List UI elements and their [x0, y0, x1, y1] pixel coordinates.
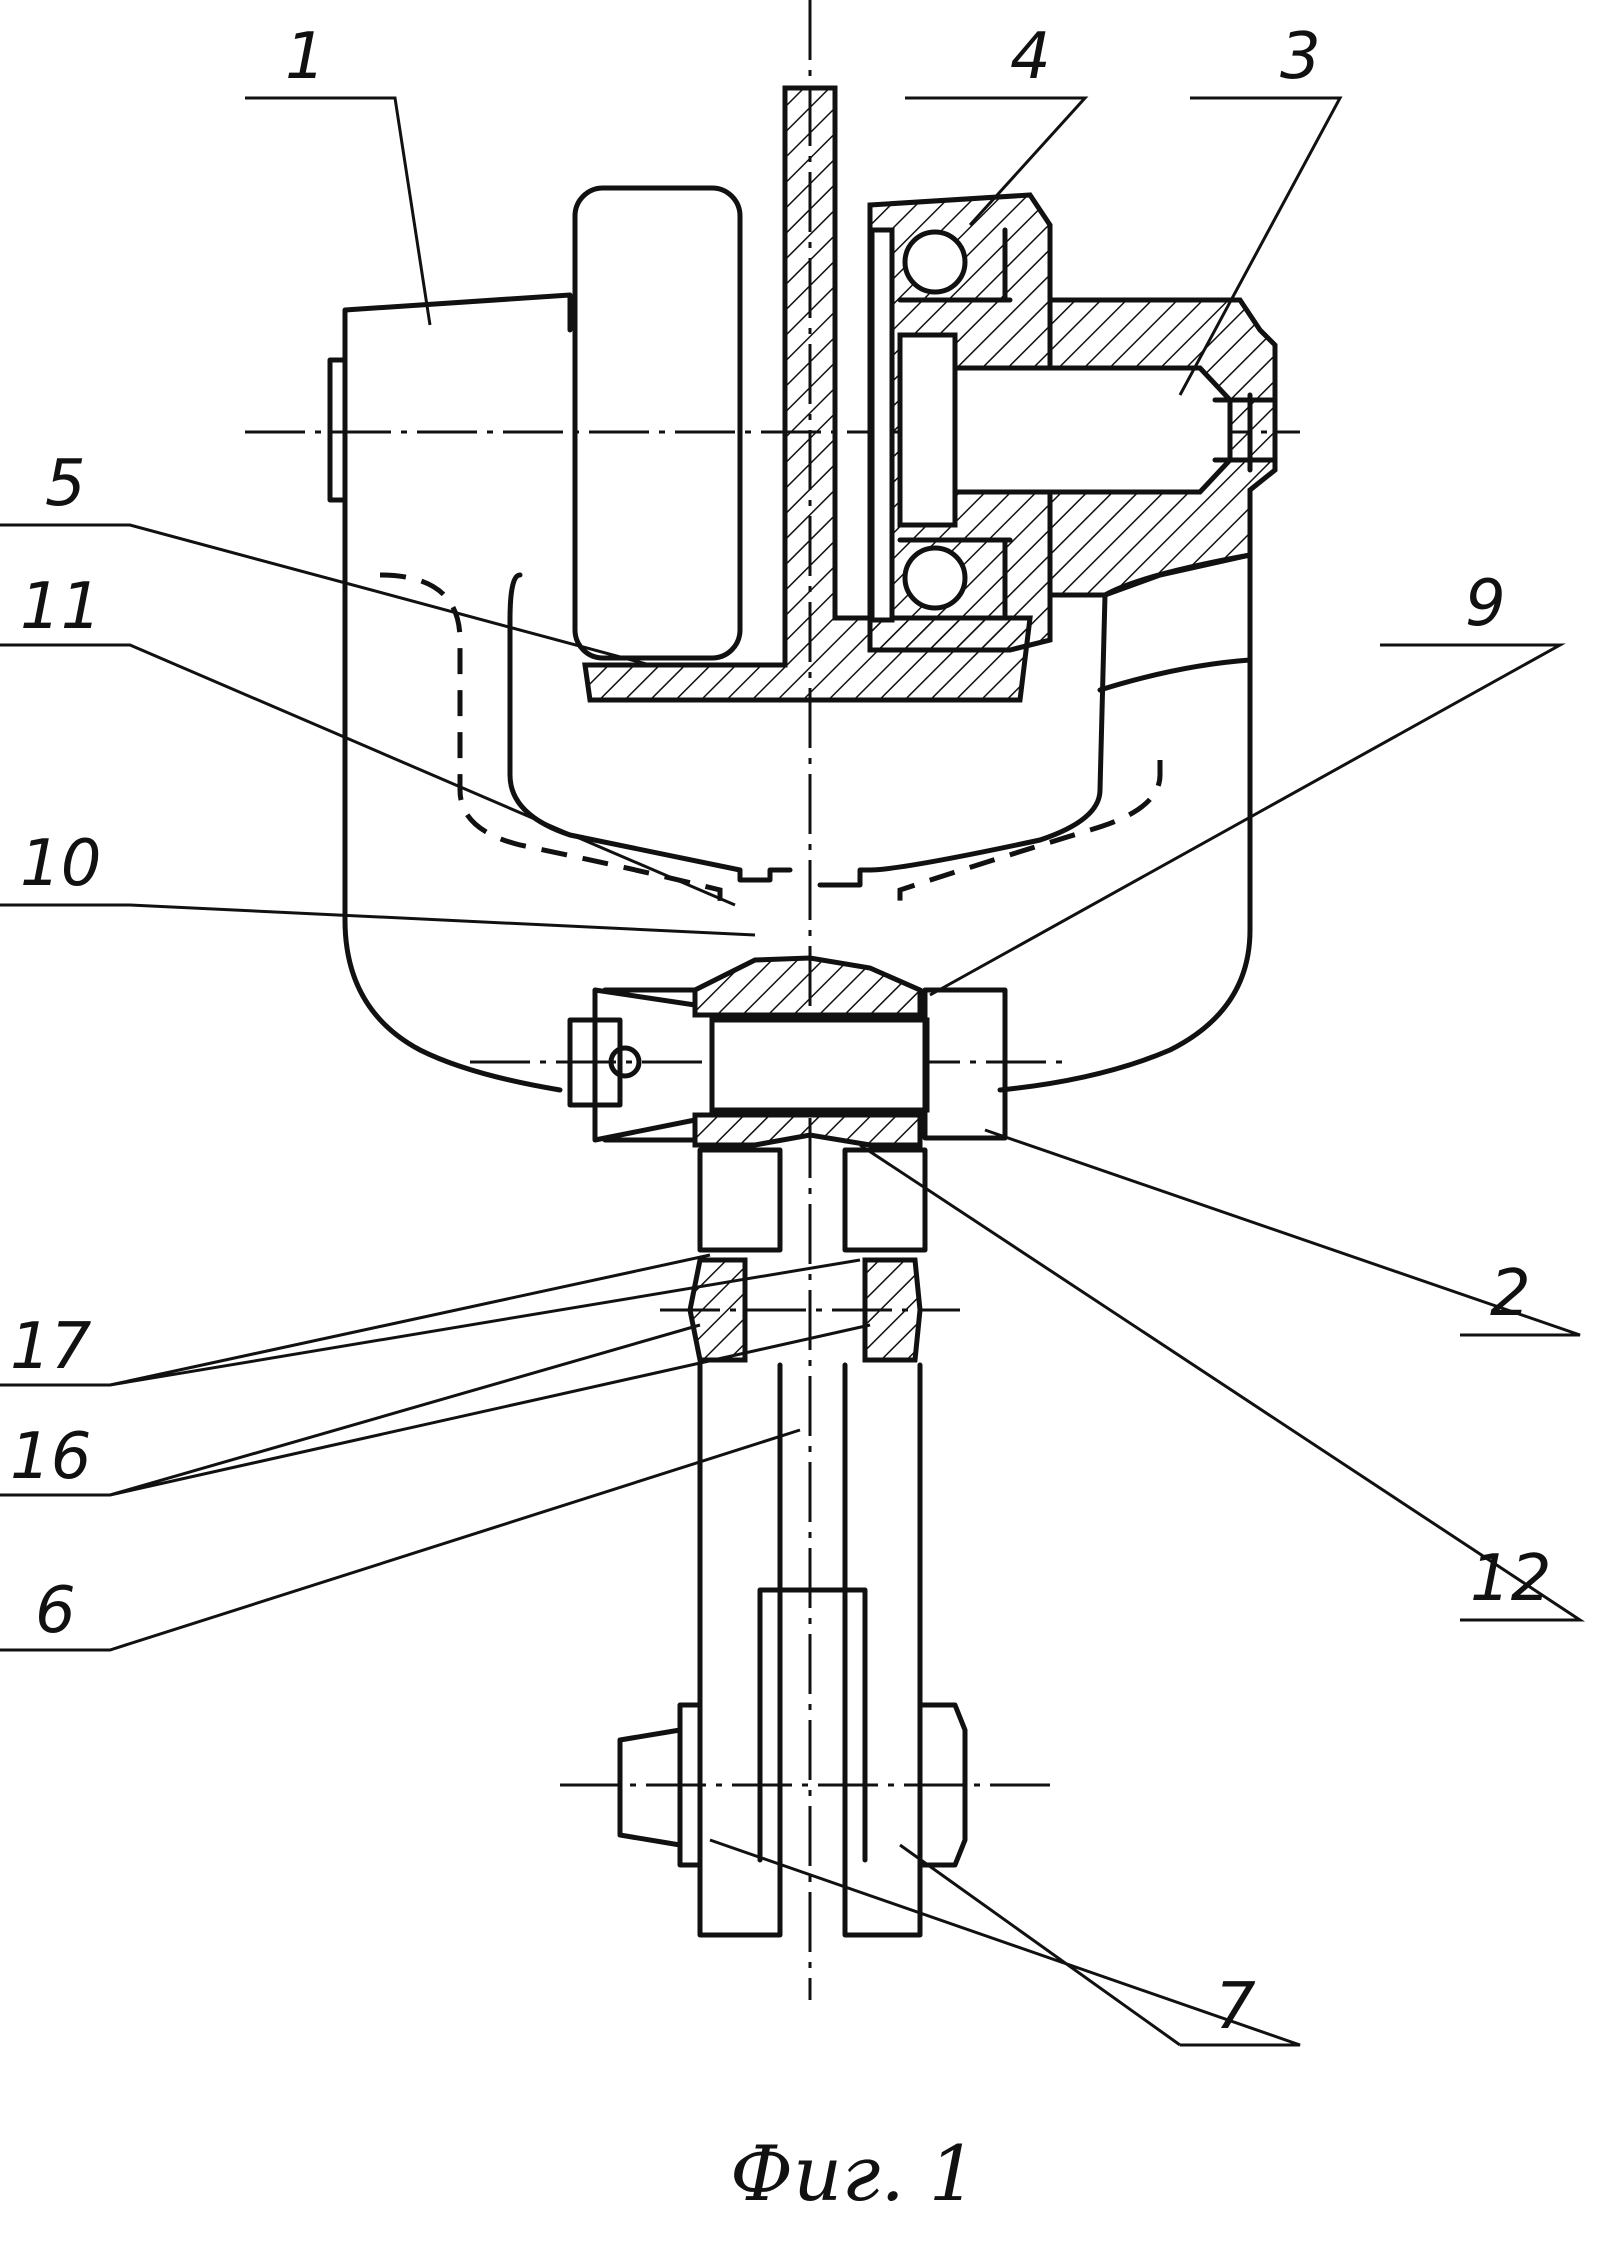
label-5: 5 — [45, 447, 86, 521]
link-right-upper — [845, 1150, 925, 1250]
roller-left — [575, 188, 740, 658]
hub-flange — [900, 335, 955, 525]
label-7: 7 — [1215, 1970, 1256, 2044]
label-16: 16 — [10, 1420, 91, 1494]
label-2: 2 — [1490, 1257, 1531, 1331]
bearing-ball-top — [905, 232, 965, 292]
label-1: 1 — [285, 20, 326, 94]
pin-head — [925, 990, 1005, 1138]
pin-nut — [570, 990, 695, 1140]
figure-caption: Фиг. 1 — [730, 2129, 977, 2218]
label-3: 3 — [1280, 20, 1321, 94]
link-left-upper — [700, 1150, 780, 1250]
label-6: 6 — [35, 1574, 76, 1648]
label-9: 9 — [1465, 567, 1506, 641]
bearing-ball-bottom — [905, 548, 965, 608]
label-10: 10 — [20, 827, 101, 901]
pin — [712, 1020, 927, 1110]
clevis-lower — [695, 1115, 920, 1145]
lower-center-block — [760, 1590, 865, 1860]
label-17: 17 — [10, 1310, 92, 1384]
clevis-upper — [695, 958, 920, 1015]
label-12: 12 — [1470, 1542, 1551, 1616]
bearing-seal — [872, 230, 892, 620]
label-11: 11 — [20, 570, 101, 644]
label-4: 4 — [1010, 20, 1051, 94]
